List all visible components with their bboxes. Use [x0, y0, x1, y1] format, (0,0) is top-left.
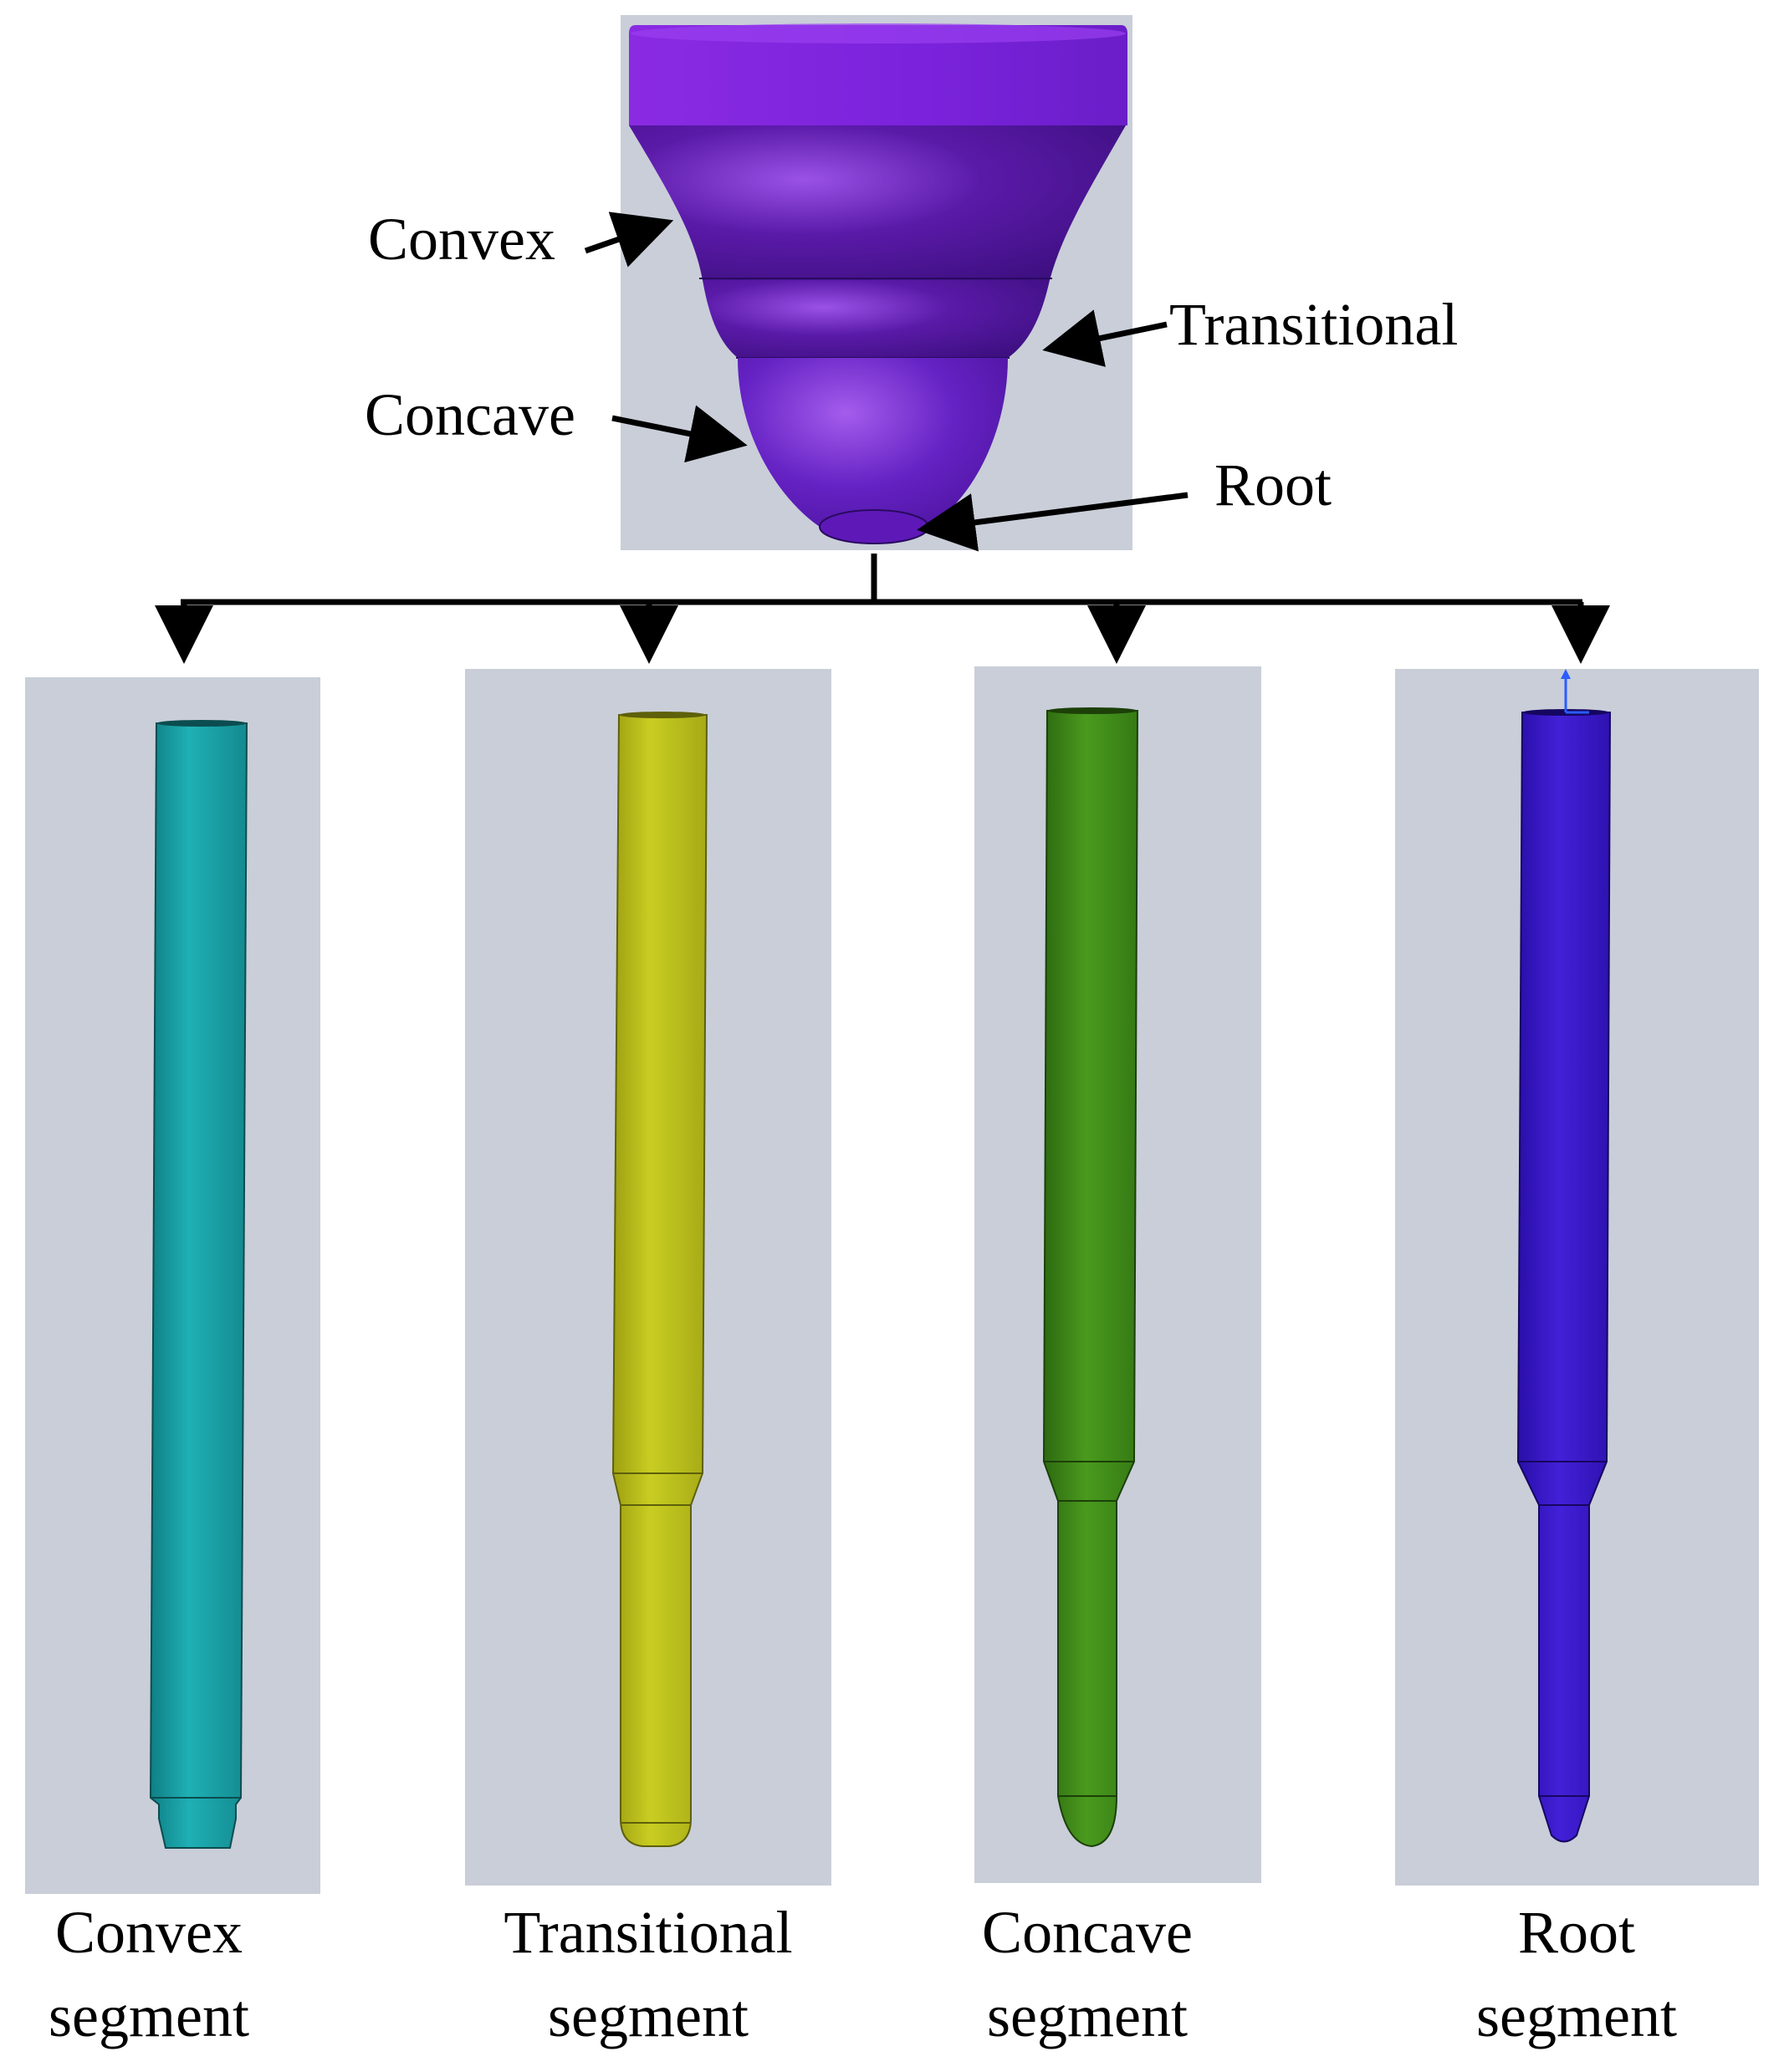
label-convex: Convex: [368, 206, 555, 273]
label-root: Root: [1214, 452, 1332, 518]
split-connector: [155, 554, 1610, 664]
caption-concave-line2: segment: [987, 1983, 1188, 2049]
tool-shoulder: [629, 25, 1127, 125]
tool-panel: [621, 15, 1132, 550]
segment-panel-root: [1395, 669, 1759, 1886]
convex-segment-pin: [149, 722, 248, 1849]
arrow-convex: [584, 212, 674, 268]
caption-concave-line1: Concave: [982, 1899, 1193, 1966]
caption-convex-line2: segment: [49, 1983, 249, 2049]
arrow-concave: [611, 405, 748, 463]
label-transitional: Transitional: [1169, 291, 1458, 358]
caption-root-line2: segment: [1476, 1983, 1677, 2049]
root-segment-pin: [1516, 712, 1612, 1843]
tool-root-region: [819, 509, 929, 544]
tool-transitional-region: [703, 280, 1050, 358]
caption-convex-line1: Convex: [55, 1899, 243, 1966]
caption-transitional-line2: segment: [548, 1983, 749, 2049]
tool-convex-region: [629, 125, 1126, 280]
segment-panel-transitional: [465, 669, 831, 1886]
arrow-root: [917, 492, 1189, 552]
caption-root-line1: Root: [1518, 1899, 1635, 1966]
caption-transitional-line1: Transitional: [504, 1899, 792, 1966]
segment-panel-concave: [974, 666, 1261, 1883]
segment-panel-convex: [25, 677, 320, 1894]
arrow-transitional: [1042, 309, 1168, 367]
label-concave: Concave: [365, 381, 575, 448]
